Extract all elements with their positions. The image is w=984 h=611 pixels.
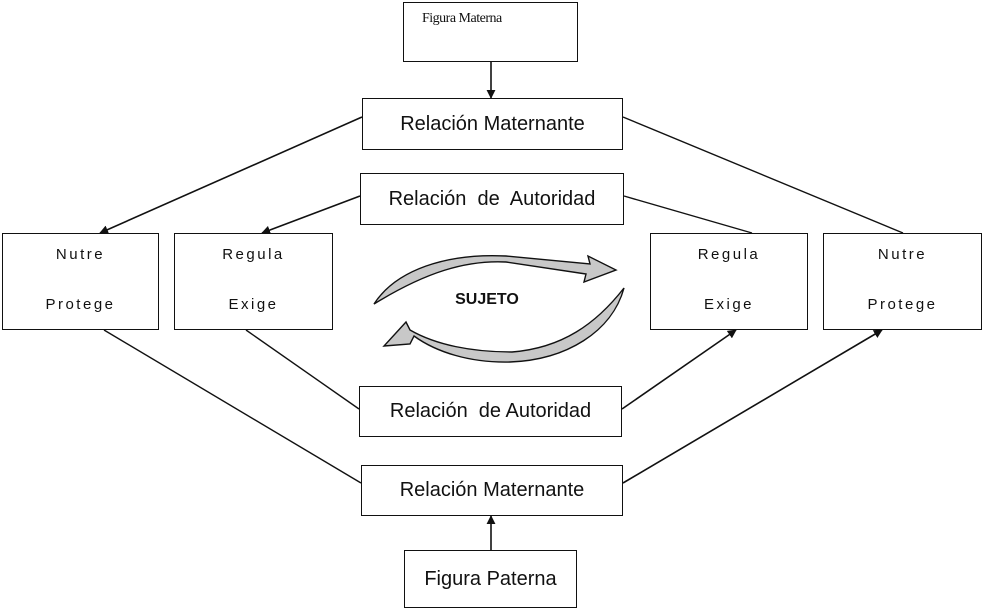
line-regula-left-to-authority-bottom: [245, 329, 360, 410]
authority-relation-bottom-label: Relación de Autoridad: [389, 400, 592, 422]
father-figure-box: Figura Paterna: [404, 550, 577, 608]
maternal-relation-top-label: Relación Maternante: [400, 112, 585, 135]
maternal-relation-bottom-box: Relación Maternante: [361, 465, 623, 516]
nutre-protege-left-box: Nutre Protege: [2, 233, 159, 330]
arrow-authority-bottom-to-regula-right: [621, 329, 737, 410]
line-nutre-left-to-maternal-bottom: [103, 329, 362, 484]
authority-relation-top-label: Relación de Autoridad: [388, 187, 596, 210]
authority-relation-top-box: Relación de Autoridad: [360, 173, 624, 225]
exige-left-label: Exige: [228, 296, 279, 313]
regula-exige-left-box: Regula Exige: [174, 233, 333, 330]
mother-figure-box: Figura Materna: [403, 2, 578, 62]
regula-right-label: Regula: [697, 246, 761, 263]
regula-exige-right-box: Regula Exige: [650, 233, 808, 330]
mother-figure-label: Figura Materna: [422, 11, 502, 26]
nutre-protege-right-box: Nutre Protege: [823, 233, 982, 330]
nutre-left-label: Nutre: [55, 246, 106, 263]
regula-left-label: Regula: [222, 246, 285, 263]
subject-label: SUJETO: [455, 291, 519, 308]
protege-left-label: Protege: [45, 296, 116, 313]
exige-right-label: Exige: [703, 296, 755, 313]
protege-right-label: Protege: [867, 296, 938, 313]
arrow-maternal-to-nutre-left: [99, 116, 363, 234]
authority-relation-bottom-box: Relación de Autoridad: [359, 386, 622, 437]
cycle-arrows-icon: [373, 254, 625, 363]
line-maternal-to-nutre-right: [622, 116, 904, 234]
father-figure-label: Figura Paterna: [424, 567, 557, 590]
arrow-maternal-bottom-to-nutre-right: [622, 329, 883, 484]
maternal-relation-bottom-label: Relación Maternante: [399, 479, 585, 501]
cycle-arrow-top: [373, 254, 618, 305]
cycle-arrow-bottom: [382, 287, 625, 363]
maternal-relation-top-box: Relación Maternante: [362, 98, 623, 150]
nutre-right-label: Nutre: [877, 246, 928, 263]
arrow-authority-to-regula-left: [261, 195, 361, 235]
line-authority-to-regula-right: [623, 195, 753, 234]
